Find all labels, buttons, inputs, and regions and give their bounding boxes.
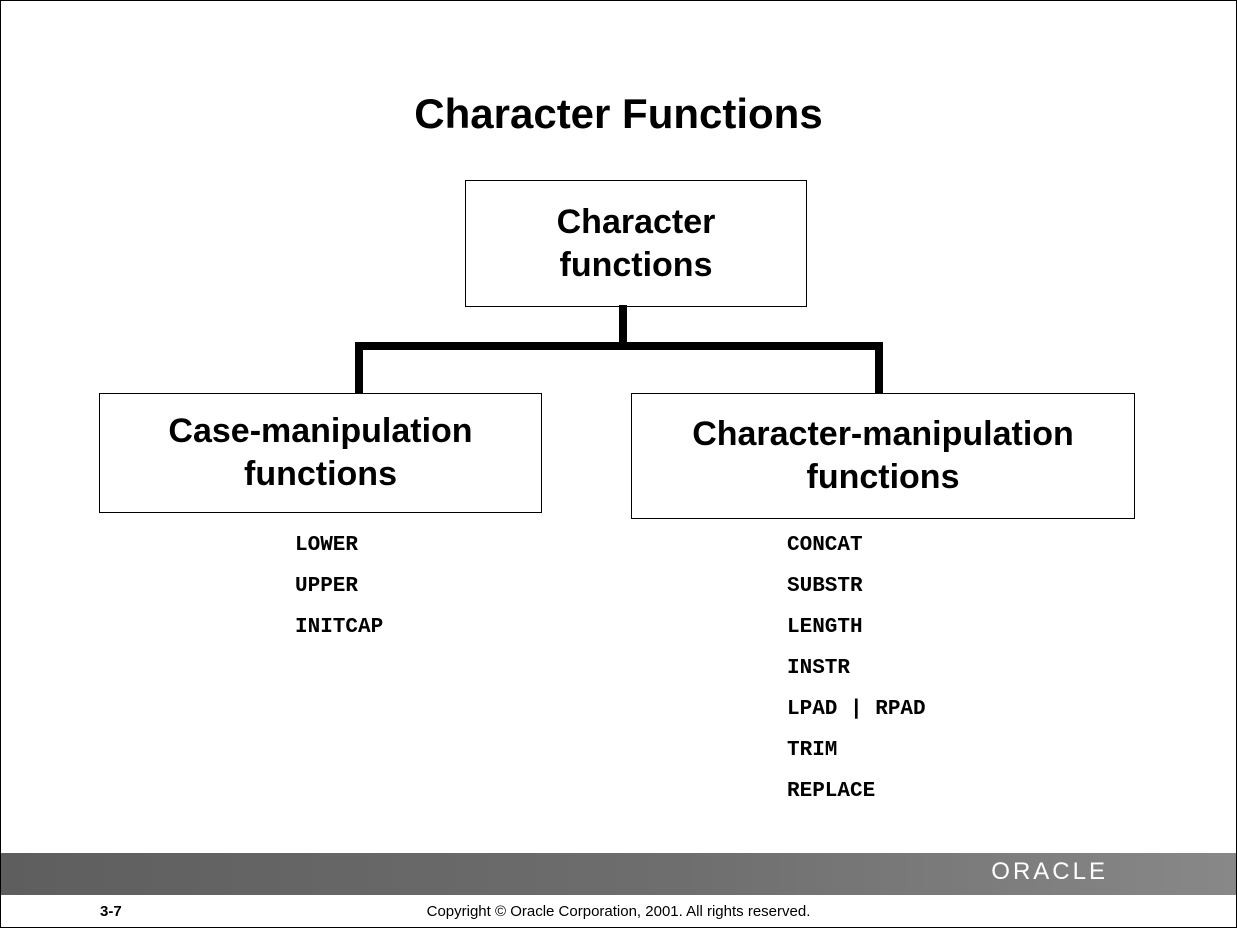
function-item: TRIM: [787, 739, 838, 762]
connector-left: [355, 342, 363, 394]
oracle-logo: ORACLE: [991, 858, 1108, 885]
function-item: LOWER: [295, 534, 359, 557]
function-item: UPPER: [295, 575, 359, 598]
right-box-line1: Character-manipulation: [692, 415, 1074, 453]
function-item: INSTR: [787, 657, 851, 680]
case-function-list: LOWER UPPER INITCAP: [295, 533, 383, 656]
function-item: INITCAP: [295, 616, 384, 639]
slide-title: Character Functions: [414, 90, 823, 137]
case-manipulation-box: Case-manipulation functions: [99, 393, 542, 513]
copyright-notice: Copyright © Oracle Corporation, 2001. Al…: [426, 903, 811, 920]
function-item: LENGTH: [787, 616, 863, 639]
connector-right: [875, 342, 883, 394]
function-item: REPLACE: [787, 780, 876, 803]
left-box-line1: Case-manipulation: [168, 412, 473, 450]
connector-bar: [355, 342, 883, 350]
root-box-line2: functions: [559, 245, 713, 284]
character-function-list: CONCAT SUBSTR LENGTH INSTR LPAD | RPAD T…: [787, 533, 926, 820]
function-item: LPAD | RPAD: [787, 698, 926, 721]
root-box-line1: Character: [556, 202, 716, 241]
character-functions-box: Character functions: [465, 180, 807, 307]
right-box-line2: functions: [806, 458, 960, 496]
left-box-line2: functions: [244, 455, 397, 493]
slide-number: 3-7: [100, 903, 122, 920]
character-manipulation-box: Character-manipulation functions: [631, 393, 1135, 519]
function-item: SUBSTR: [787, 575, 863, 598]
function-item: CONCAT: [787, 534, 863, 557]
connector-stem: [619, 305, 627, 350]
footer-bar: ORACLE: [1, 853, 1236, 895]
